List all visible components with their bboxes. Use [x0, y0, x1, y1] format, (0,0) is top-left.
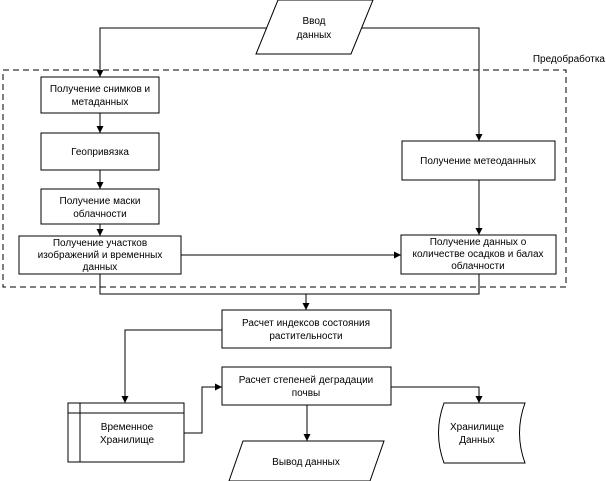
- node-data-input-line-1: Ввод: [302, 16, 325, 27]
- node-data-storage-line-2: Данных: [459, 435, 495, 446]
- node-precipitation-line-1: Получение данных о: [430, 237, 527, 248]
- node-get-areas-line-1: Получение участков: [53, 238, 147, 249]
- node-georeferencing: Геопривязка: [40, 132, 160, 171]
- node-get-meteo: Получение метеоданных: [401, 140, 556, 181]
- node-data-input: Ввод данных: [255, 0, 374, 55]
- edge-input-to-get-images: [96, 27, 270, 77]
- node-precipitation-line-3: облачности: [451, 260, 504, 272]
- node-cloud-mask-line-1: Получение маски: [60, 196, 141, 207]
- node-temporary-storage-line-1: Временное: [101, 422, 154, 433]
- node-get-areas-line-2: изображений и временных: [38, 249, 163, 261]
- node-get-meteo-line-1: Получение метеоданных: [420, 156, 536, 167]
- node-georeferencing-line-1: Геопривязка: [71, 147, 129, 158]
- node-vegetation-index-line-2: растительности: [269, 331, 342, 342]
- preprocessing-group-frame: [2, 69, 567, 288]
- node-soil-degradation-line-1: Расчет степеней деградации: [239, 375, 374, 386]
- edge-degradation-to-data-store: [391, 386, 483, 403]
- node-precipitation-line-2: количестве осадков и балах: [412, 248, 543, 260]
- node-get-images: Получение снимков и метаданных: [40, 76, 160, 114]
- node-data-storage-line-1: Хранилище: [450, 422, 504, 433]
- node-data-storage: Хранилище Данных: [438, 402, 526, 464]
- node-temporary-storage-line-2: Хранилище: [100, 435, 154, 446]
- node-cloud-mask-line-2: облачности: [73, 208, 126, 220]
- node-get-areas-line-3: данных: [83, 262, 118, 273]
- edge-veg-index-to-temp-store: [121, 329, 222, 403]
- node-precipitation: Получение данных о количестве осадков и …: [400, 234, 557, 275]
- node-vegetation-index: Расчет индексов состояния растительности: [221, 309, 392, 349]
- node-vegetation-index-line-1: Расчет индексов состояния: [242, 318, 370, 329]
- node-data-output: Вывод данных: [228, 440, 385, 481]
- node-get-areas: Получение участков изображений и временн…: [18, 235, 182, 275]
- connectors: [96, 27, 483, 441]
- edge-input-to-get-meteo: [358, 27, 483, 141]
- node-data-input-line-2: данных: [297, 30, 332, 41]
- node-soil-degradation: Расчет степеней деградации почвы: [221, 366, 392, 406]
- node-data-output-line-1: Вывод данных: [272, 457, 340, 468]
- edge-get-areas-to-veg-index: [99, 274, 480, 295]
- node-temporary-storage: Временное Хранилище: [67, 402, 185, 463]
- preprocessing-group-label: Предобработка: [533, 53, 606, 65]
- node-get-images-line-1: Получение снимков и: [50, 84, 150, 95]
- node-get-images-line-2: метаданных: [72, 97, 129, 108]
- edge-temp-store-to-degradation: [184, 383, 222, 434]
- node-soil-degradation-line-2: почвы: [292, 388, 320, 399]
- node-cloud-mask: Получение маски облачности: [40, 188, 160, 225]
